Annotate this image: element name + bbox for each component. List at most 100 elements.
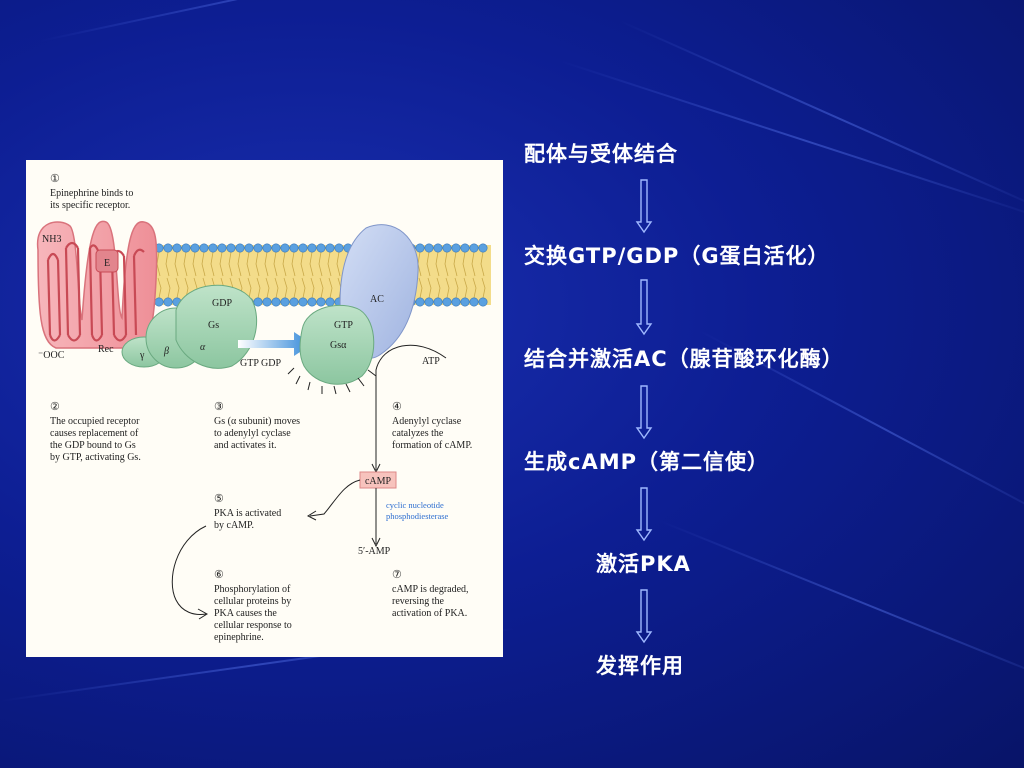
lipid-tail <box>273 251 279 299</box>
caption-line: Gs (α subunit) moves <box>214 416 300 427</box>
lipid-head <box>424 243 434 253</box>
lipid-tail <box>309 251 315 299</box>
alpha-label: α <box>200 342 206 353</box>
step3-number: ③ <box>214 401 224 413</box>
down-arrow <box>635 179 653 234</box>
gtp-gdp-label: GTP GDP <box>240 358 281 369</box>
lipid-head <box>271 297 281 307</box>
down-arrow <box>635 279 653 336</box>
lipid-head <box>262 243 272 253</box>
lipid-head <box>280 243 290 253</box>
step2-number: ② <box>50 401 60 413</box>
lipid-tail <box>318 251 324 299</box>
caption-line: by GTP, activating Gs. <box>50 452 141 463</box>
svg-text:cAMP is degraded,reversing the: cAMP is degraded,reversing theactivation… <box>392 584 469 619</box>
lipid-head <box>316 243 326 253</box>
caption-line: reversing the <box>392 596 444 607</box>
lipid-head <box>244 243 254 253</box>
caption-line: by cAMP. <box>214 520 254 531</box>
step1-number: ① <box>50 173 60 185</box>
lipid-tail <box>291 251 297 299</box>
lipid-head <box>316 297 326 307</box>
lipid-head <box>172 243 182 253</box>
caption-line: cellular proteins by <box>214 596 291 607</box>
caption-line: causes replacement of <box>50 428 139 439</box>
lipid-head <box>334 243 344 253</box>
lipid-head <box>469 243 479 253</box>
lipid-tail <box>462 251 468 299</box>
lipid-head <box>226 243 236 253</box>
lipid-head <box>217 243 227 253</box>
lipid-head <box>415 243 425 253</box>
rec-label: Rec <box>98 344 114 355</box>
nh3-label: NH3 <box>42 234 61 245</box>
lipid-tail <box>246 251 252 299</box>
lipid-tail <box>165 251 171 299</box>
step4-number: ④ <box>392 401 402 413</box>
lipid-head <box>307 297 317 307</box>
camp-pathway-figure: E NH3 Rec ⁻OOC γ β α GDP Gs GTP GDP <box>26 160 503 657</box>
lipid-head <box>433 297 443 307</box>
ooc-label: ⁻OOC <box>38 350 65 361</box>
lipid-tail <box>435 251 441 299</box>
lipid-head <box>442 297 452 307</box>
camp-label: cAMP <box>365 476 392 487</box>
lipid-head <box>181 243 191 253</box>
lipid-head <box>298 297 308 307</box>
caption-line: PKA causes the <box>214 608 277 619</box>
lipid-head <box>163 243 173 253</box>
caption-line: cyclic nucleotide <box>386 500 444 510</box>
down-arrow <box>635 589 653 644</box>
epinephrine-label: E <box>104 258 110 269</box>
lipid-head <box>325 243 335 253</box>
lipid-tail <box>471 251 477 299</box>
flow-step-pka-activation: 激活PKA <box>596 552 691 576</box>
caption-line: the GDP bound to Gs <box>50 440 136 451</box>
lipid-head <box>235 243 245 253</box>
lipid-tail <box>426 251 432 299</box>
lipid-tail <box>300 251 306 299</box>
flow-step-ac-activation: 结合并激活AC（腺苷酸环化酶） <box>524 347 844 371</box>
lipid-head <box>190 243 200 253</box>
lipid-head <box>478 243 488 253</box>
caption-line: phosphodiesterase <box>386 511 449 521</box>
gdp-label: GDP <box>212 298 232 309</box>
lipid-head <box>280 297 290 307</box>
caption-line: activation of PKA. <box>392 608 467 619</box>
camp-to-pka-arrow <box>309 479 361 517</box>
lipid-head <box>307 243 317 253</box>
lipid-head <box>424 297 434 307</box>
lipid-head <box>442 243 452 253</box>
lipid-tail <box>453 251 459 299</box>
caption-line: Phosphorylation of <box>214 584 291 595</box>
lipid-head <box>451 297 461 307</box>
gtp-label: GTP <box>334 320 353 331</box>
lipid-head <box>289 243 299 253</box>
beta-label: β <box>163 346 169 357</box>
caption-line: PKA is activated <box>214 508 281 519</box>
lipid-tail <box>282 251 288 299</box>
ac-label: AC <box>370 294 384 305</box>
lipid-head <box>415 297 425 307</box>
flow-step-g-protein-activation: 交换GTP/GDP（G蛋白活化） <box>524 244 830 268</box>
lipid-head <box>478 297 488 307</box>
caption-line: The occupied receptor <box>50 416 140 427</box>
lipid-tail <box>264 251 270 299</box>
lipid-head <box>298 243 308 253</box>
lipid-head <box>433 243 443 253</box>
caption-line: its specific receptor. <box>50 200 130 211</box>
amp-label: 5′-AMP <box>358 546 391 557</box>
lipid-head <box>199 243 209 253</box>
